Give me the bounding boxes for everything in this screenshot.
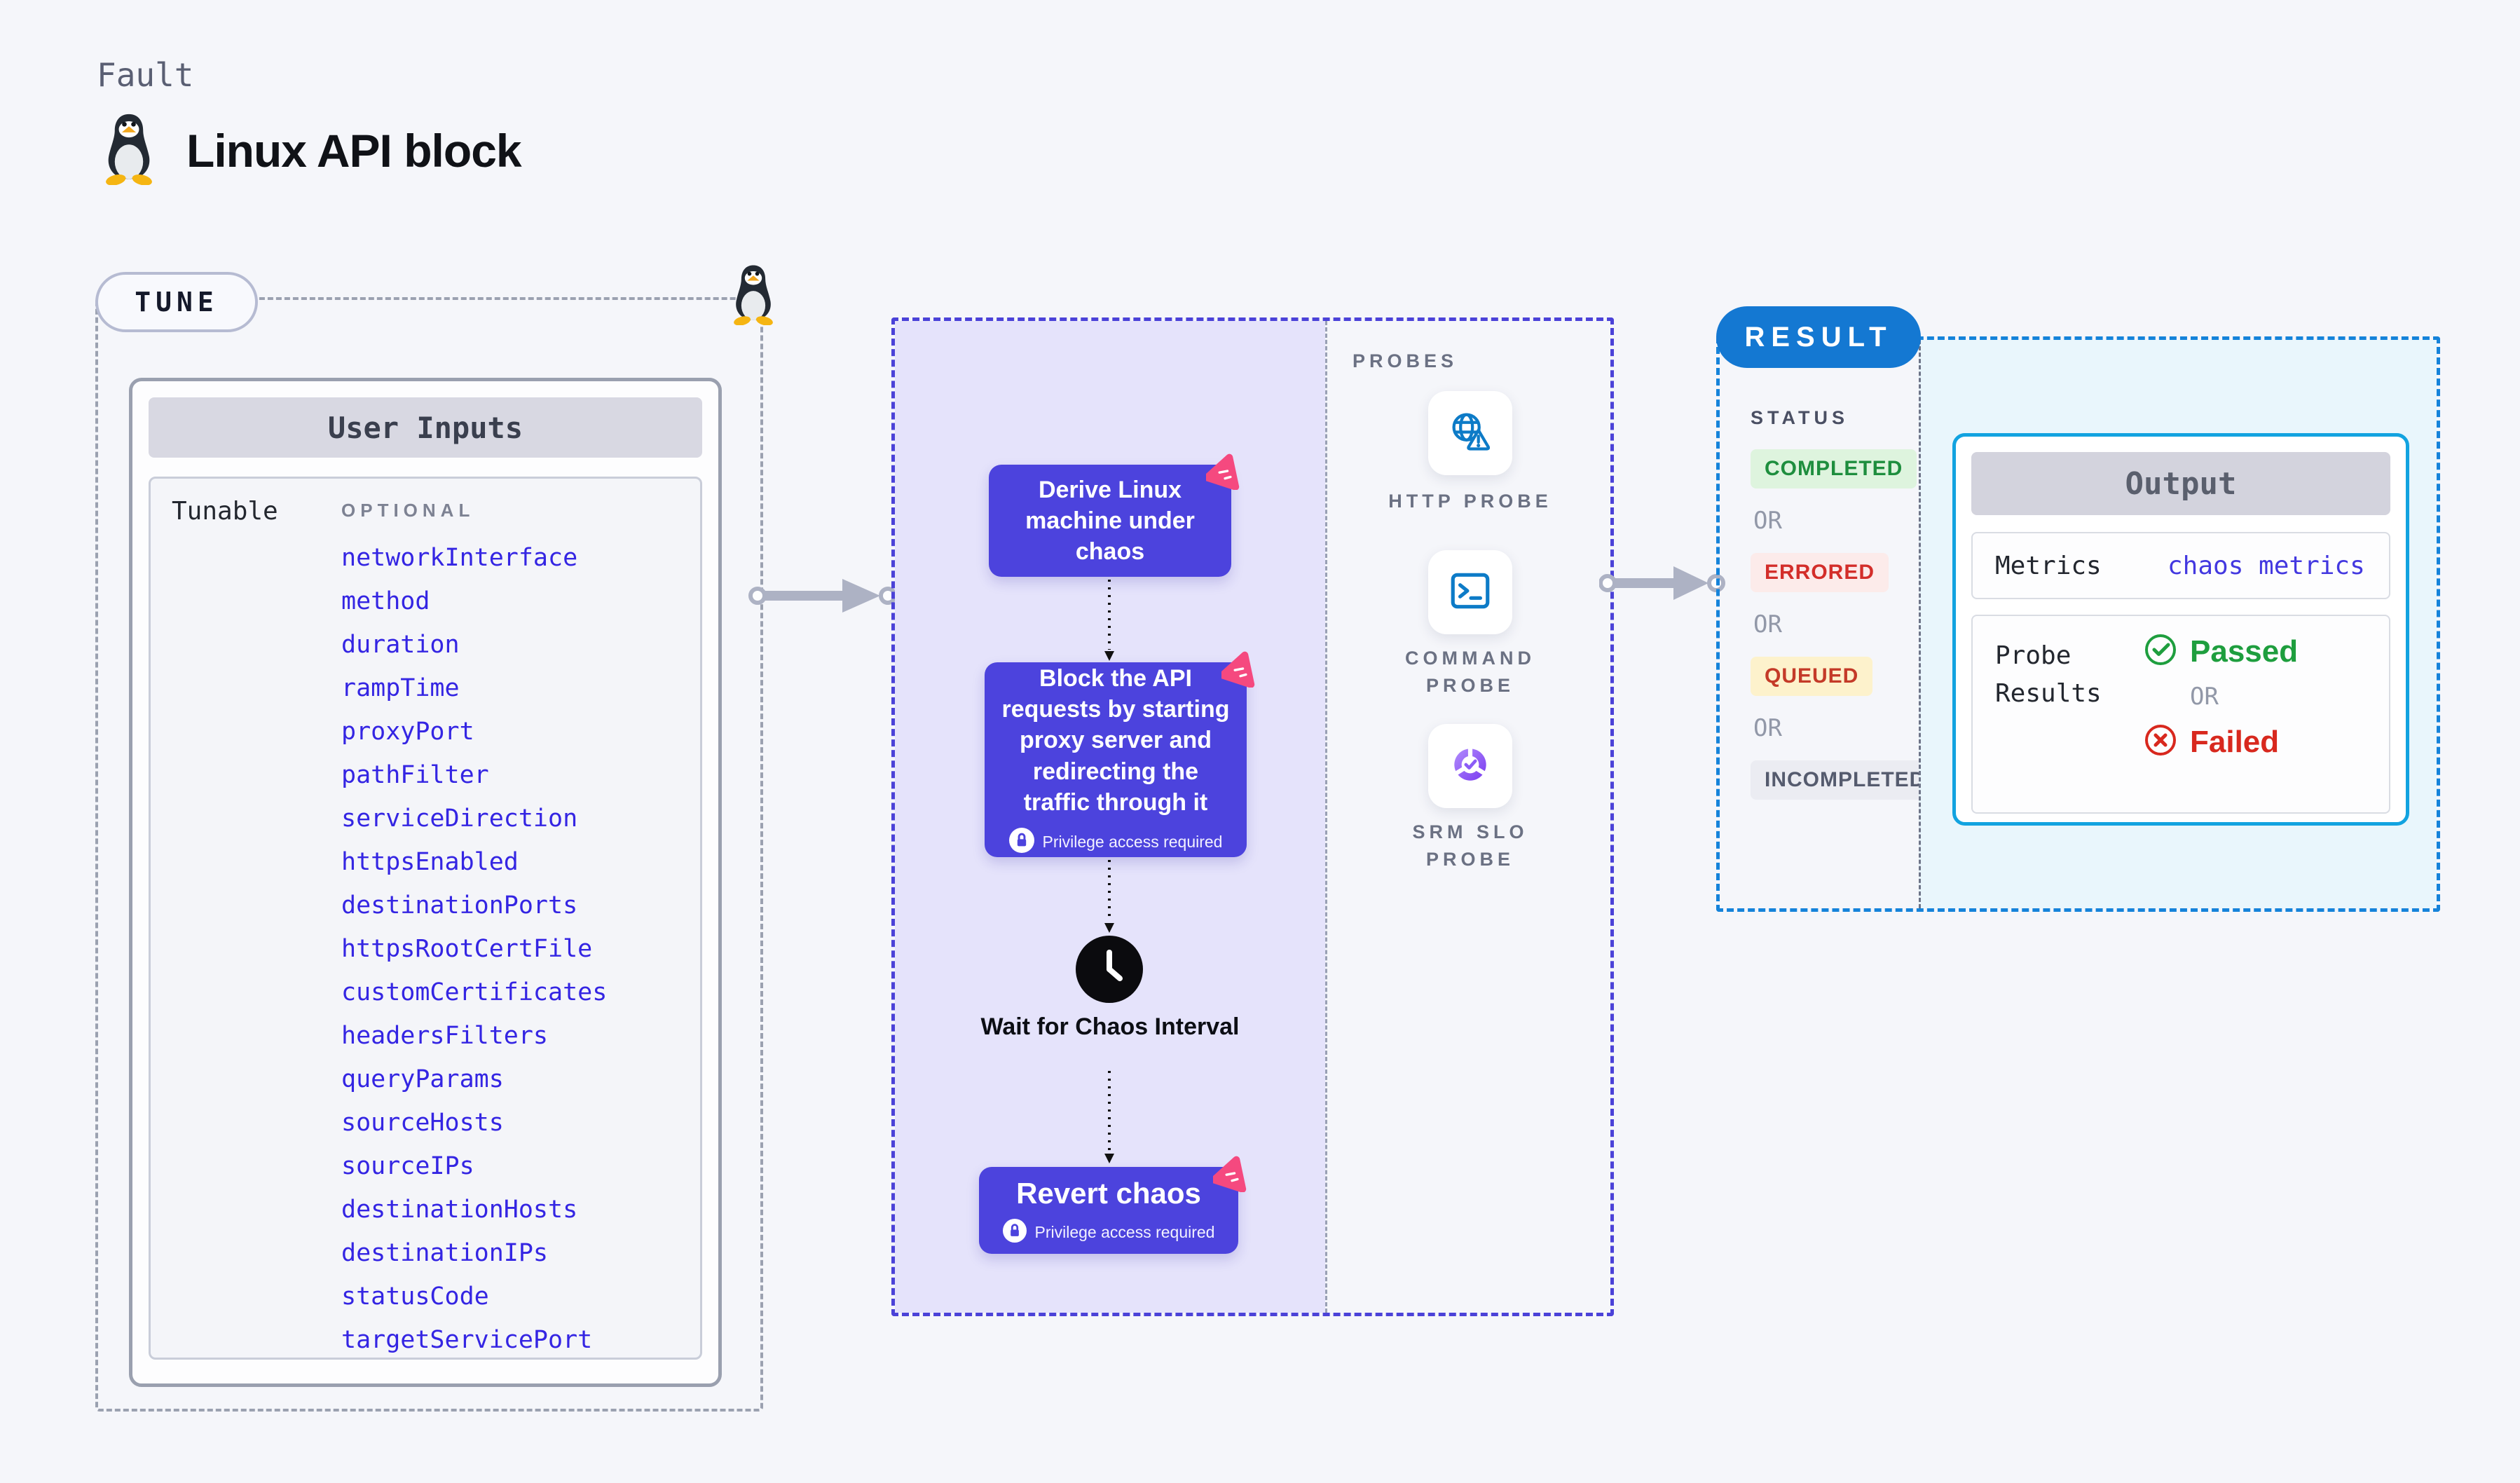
execution-section: Derive Linux machine under chaos: [891, 317, 1614, 1316]
tunable-param[interactable]: headersFilters: [341, 1022, 549, 1050]
tunable-param[interactable]: networkInterface: [341, 544, 578, 572]
step-label: Block the API requests by starting proxy…: [1001, 665, 1230, 816]
fault-kicker: Fault: [97, 56, 194, 94]
tunable-param[interactable]: customCertificates: [341, 978, 608, 1006]
command-probe-label: COMMAND PROBE: [1405, 648, 1535, 697]
terminal-icon: [1447, 568, 1493, 617]
check-circle-icon: [2144, 633, 2177, 670]
lock-icon: [1008, 827, 1034, 856]
tunable-param[interactable]: proxyPort: [341, 718, 474, 746]
tunable-param[interactable]: targetServicePort: [341, 1326, 593, 1354]
metrics-label: Metrics: [1995, 551, 2102, 580]
result-tag: RESULT: [1716, 306, 1921, 368]
linux-tux-icon: [98, 112, 160, 189]
tunable-row-label: Tunable: [172, 497, 278, 526]
srm-slo-probe-label: SRM SLO PROBE: [1412, 821, 1528, 870]
wait-clock-icon: [1076, 936, 1143, 1006]
probe-results-row: Probe Results Passed OR: [1971, 615, 2390, 814]
chaos-logo-icon: [1219, 650, 1259, 691]
metrics-row: Metrics chaos metrics: [1971, 532, 2390, 599]
or-separator: OR: [1753, 507, 1782, 535]
status-badge-incompleted: INCOMPLETED: [1751, 760, 1940, 800]
http-probe-label: HTTP PROBE: [1388, 491, 1552, 512]
tune-to-execution-arrow: [748, 579, 897, 613]
tunable-param[interactable]: sourceIPs: [341, 1152, 474, 1180]
flow-connector-arrow: [1104, 1071, 1114, 1163]
srm-slo-probe-card: [1428, 724, 1512, 808]
chaos-logo-icon: [1210, 1154, 1251, 1196]
tunable-param[interactable]: rampTime: [341, 674, 460, 702]
probes-panel: PROBES HTTP PR: [1325, 321, 1610, 1313]
linux-tux-icon-small: [727, 264, 779, 329]
x-circle-icon: [2144, 723, 2177, 760]
status-badge-queued: QUEUED: [1751, 657, 1873, 696]
step-derive-machine: Derive Linux machine under chaos: [989, 453, 1240, 577]
passed-label: Passed: [2190, 634, 2299, 669]
tunable-param[interactable]: destinationHosts: [341, 1196, 578, 1224]
status-badge-list: COMPLETED OR ERRORED OR QUEUED OR INCOMPLETED: [1751, 449, 1940, 800]
status-badge-errored: ERRORED: [1751, 553, 1889, 592]
user-inputs-title: User Inputs: [149, 397, 702, 458]
execution-to-result-arrow: [1599, 566, 1725, 600]
step-block-api: Block the API requests by starting proxy…: [985, 651, 1255, 857]
or-separator: OR: [2190, 683, 2219, 711]
wait-step-label: Wait for Chaos Interval: [980, 1013, 1240, 1040]
tunable-param[interactable]: httpsEnabled: [341, 848, 519, 876]
flow-connector-arrow: [1104, 580, 1114, 661]
passed-line: Passed: [2144, 633, 2298, 670]
failed-label: Failed: [2190, 724, 2280, 759]
execution-flow-area: Derive Linux machine under chaos: [895, 321, 1325, 1313]
lock-icon: [1002, 1218, 1027, 1246]
tunable-param[interactable]: queryParams: [341, 1065, 504, 1093]
user-inputs-card: User Inputs Tunable OPTIONAL networkInte…: [129, 378, 722, 1387]
tunable-param[interactable]: destinationIPs: [341, 1239, 549, 1267]
or-separator: OR: [1753, 610, 1782, 638]
tunable-param[interactable]: serviceDirection: [341, 805, 578, 833]
page-header: Linux API block: [98, 112, 522, 189]
privilege-note: Privilege access required: [1002, 1218, 1215, 1246]
tunable-param[interactable]: duration: [341, 631, 460, 659]
tunable-param[interactable]: sourceHosts: [341, 1109, 504, 1137]
page-title: Linux API block: [186, 124, 522, 177]
tune-tag: TUNE: [95, 272, 258, 332]
failed-line: Failed: [2144, 723, 2298, 760]
output-column: Output Metrics chaos metrics Probe Resul…: [1919, 340, 2437, 908]
metrics-value[interactable]: chaos metrics: [2168, 551, 2365, 580]
flow-connector-arrow: [1104, 860, 1114, 933]
tunable-param[interactable]: statusCode: [341, 1283, 489, 1311]
tune-section: TUNE User Inputs Tunable OPTIONAL networ…: [95, 265, 773, 1412]
tunable-param[interactable]: httpsRootCertFile: [341, 935, 593, 963]
step-label: Derive Linux machine under chaos: [1025, 476, 1195, 566]
privilege-note-text: Privilege access required: [1042, 832, 1223, 851]
step-label: Revert chaos: [1016, 1177, 1201, 1210]
output-title: Output: [1971, 452, 2390, 515]
chaos-logo-icon: [1203, 452, 1244, 493]
tunable-param[interactable]: method: [341, 587, 430, 615]
slo-gauge-icon: [1447, 742, 1493, 791]
status-heading: STATUS: [1751, 407, 1849, 428]
result-section: RESULT STATUS COMPLETED OR ERRORED OR QUEUED…: [1716, 306, 2440, 912]
command-probe-card: [1428, 550, 1512, 634]
tunable-param-list: networkInterface method duration rampTime pr…: [341, 536, 607, 1362]
tunable-param[interactable]: pathFilter: [341, 761, 489, 789]
probe-results-label: Probe Results: [1995, 641, 2102, 708]
globe-alert-icon: [1446, 408, 1494, 459]
status-column: STATUS COMPLETED OR ERRORED OR QUEUED OR INCOM…: [1720, 340, 1940, 908]
http-probe-card: [1428, 391, 1512, 475]
step-revert-chaos: Revert chaos Privilege access required: [979, 1156, 1247, 1254]
or-separator: OR: [1753, 714, 1782, 742]
optional-column-label: OPTIONAL: [341, 500, 475, 521]
probe-results-values: Passed OR Failed: [2144, 616, 2298, 812]
probes-tag: PROBES: [1353, 350, 1458, 371]
output-card: Output Metrics chaos metrics Probe Resul…: [1952, 433, 2409, 826]
tunables-panel: Tunable OPTIONAL networkInterface method d…: [149, 477, 702, 1360]
privilege-note-text: Privilege access required: [1034, 1222, 1215, 1241]
tunable-param[interactable]: destinationPorts: [341, 891, 578, 920]
status-badge-completed: COMPLETED: [1751, 449, 1917, 488]
privilege-note: Privilege access required: [1008, 827, 1223, 856]
